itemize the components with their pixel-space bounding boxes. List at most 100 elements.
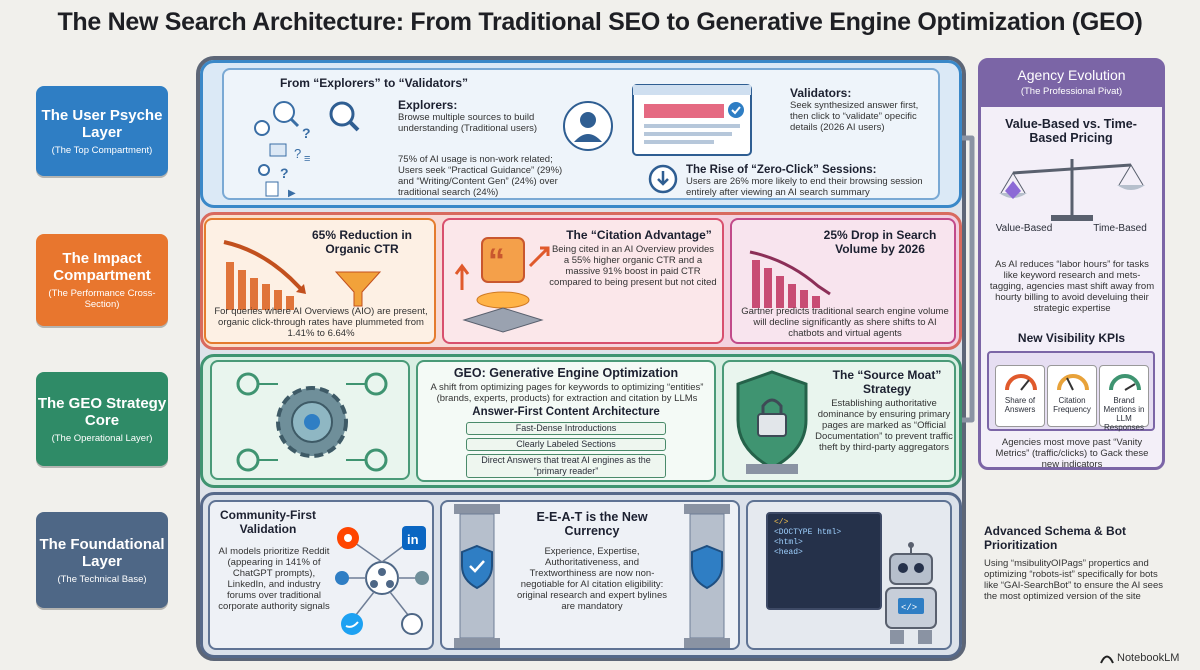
layer-tab-subtitle: (The Technical Base) [57, 573, 147, 585]
layer-tab-user: The User Psyche Layer (The Top Compartme… [36, 86, 168, 176]
connector-pipe [962, 135, 975, 423]
source-moat-title: The “Source Moat” Strategy [832, 368, 942, 396]
page-title: The New Search Architecture: From Tradit… [57, 8, 1143, 36]
ctr-reduction-panel: 65% Reduction in Organic CTR For queries… [204, 218, 436, 344]
schema-title: Advanced Schema & Bot Prioritization [984, 524, 1127, 552]
time-based-label: Time-Based [1093, 223, 1147, 234]
layer-tab-subtitle: (The Top Compartment) [51, 144, 153, 156]
notebooklm-badge: NotebookLM [1100, 652, 1179, 664]
svg-text:</>: </> [901, 603, 917, 613]
code-line: </> [774, 518, 789, 527]
pricing-title: Value-Based vs. Time-Based Pricing [1005, 117, 1137, 145]
pillar-shield-icon [684, 504, 730, 648]
eeat-panel: E-E-A-T is the New Currency Experience, … [440, 500, 740, 650]
layer-tab-impact: The Impact Compartment (The Performance … [36, 234, 168, 326]
social-network-icon: in [335, 526, 429, 635]
layer-tab-subtitle: (The Performance Cross-Section) [48, 288, 156, 310]
code-line: <DOCTYPE html> [774, 528, 842, 537]
declining-bar-chart-icon [223, 240, 382, 310]
citation-advantage-panel: The “Citation Advantage” “ Being cited i… [442, 218, 724, 344]
community-text: AI models prioritize Reddit (appearing i… [218, 546, 330, 612]
zero-click-title: The Rise of “Zero-Click” Sessions: [686, 164, 877, 176]
kpi-text: Agencies most move past “Vanity Metrics”… [995, 437, 1149, 470]
layer-tab-subtitle: (The Operational Layer) [51, 432, 153, 444]
ai-usage-text: 75% of AI usage is non-work related; Use… [398, 154, 563, 198]
citation-title: The “Citation Advantage” [566, 228, 712, 242]
search-volume-panel: 25% Drop in Search Volume by 2026 Gartne… [730, 218, 956, 344]
gauge-icon [1057, 374, 1089, 391]
value-based-label: Value-Based [995, 223, 1053, 234]
svg-text:?: ? [280, 165, 289, 181]
gear-cluster-icon [236, 372, 388, 472]
bullet-direct-answers: Direct Answers that treat AI engines as … [466, 454, 666, 478]
notebooklm-logo-icon [1100, 655, 1114, 664]
user-avatar-icon [563, 101, 613, 151]
geo-title: GEO: Generative Engine Optimization [453, 366, 679, 380]
layer-tab-title: The GEO Strategy Core [37, 394, 167, 429]
bullet-labeled-sections: Clearly Labeled Sections [466, 438, 666, 451]
kpi-label: Share of Answers [1004, 396, 1036, 414]
kpi-citation-frequency: Citation Frequency [1047, 365, 1097, 427]
validators-text: Seek synthesized answer first, then clic… [790, 100, 919, 133]
explorer-icons: ? ? ≡ ? ▶ [254, 101, 311, 199]
pillar-shield-icon [454, 504, 500, 648]
agency-subtitle: (The Professional Pivat) [1020, 86, 1123, 97]
answer-first-title: Answer-First Content Architecture [472, 406, 660, 418]
kpi-share-of-answers: Share of Answers [995, 365, 1045, 427]
svg-text:?: ? [302, 125, 311, 141]
schema-text: Using “msibulityOIPags” propertics and o… [984, 558, 1164, 602]
layer-tab-title: The Impact Compartment [53, 250, 151, 284]
svg-text:▶: ▶ [288, 188, 296, 199]
search-volume-title: 25% Drop in Search Volume by 2026 [823, 228, 937, 256]
browser-window-icon [632, 84, 752, 156]
search-volume-text: Gartner predicts traditional search engi… [741, 306, 949, 339]
agency-evolution-panel: Agency Evolution (The Professional Pivat… [978, 58, 1165, 470]
explorers-text: Browse multiple sources to build underst… [398, 112, 538, 134]
gauge-icon [1109, 374, 1141, 391]
geo-definition-panel: GEO: Generative Engine Optimization A sh… [416, 360, 716, 482]
code-editor: </> <DOCTYPE html> <html> <head> [766, 512, 882, 610]
download-arrow-icon [648, 164, 678, 194]
eeat-title: E-E-A-T is the New Currency [536, 510, 648, 538]
zero-click-text: Users are 26% more likely to end their b… [686, 176, 923, 198]
eeat-text: Experience, Expertise, Authoritativeness… [517, 546, 667, 612]
layer-tab-foundation: The Foundational Layer (The Technical Ba… [36, 512, 168, 608]
layer-tab-title: The Foundational Layer [39, 535, 165, 570]
kpi-title: New Visibility KPIs [1017, 331, 1126, 345]
kpi-brand-mentions: Brand Mentions in LLM Responses [1099, 365, 1149, 432]
source-moat-panel: The “Source Moat” Strategy Establishing … [722, 360, 956, 482]
agency-header: Agency Evolution (The Professional Pivat… [981, 61, 1162, 107]
ctr-text: For queries where AI Overviews (AIO) are… [214, 306, 428, 339]
robot-icon: </> [885, 542, 937, 644]
explorers-title: Explorers: [398, 98, 458, 112]
kpi-label: Brand Mentions in LLM Responses [1103, 396, 1145, 432]
notebooklm-label: NotebookLM [1117, 652, 1180, 664]
explorers-validators-heading: From “Explorers” to “Validators” [279, 76, 469, 90]
gauge-icon [1005, 374, 1037, 391]
kpi-label: Citation Frequency [1053, 396, 1091, 414]
agency-title: Agency Evolution [1017, 67, 1126, 83]
community-title: Community-First Validation [220, 508, 316, 536]
geo-text: A shift from optimizing pages for keywor… [430, 382, 704, 404]
bullet-fast-dense: Fast-Dense Introductions [466, 422, 666, 435]
svg-text:in: in [407, 532, 419, 547]
community-validation-panel: Community-First Validation AI models pri… [208, 500, 434, 650]
magnifier-icon [329, 101, 360, 132]
balance-scale-icon [999, 159, 1145, 221]
svg-text:?: ? [294, 146, 301, 161]
glowing-quote-icon: “ [454, 237, 550, 333]
ctr-title: 65% Reduction in Organic CTR [311, 228, 412, 256]
citation-text: Being cited in an AI Overview provides a… [549, 244, 717, 288]
layer-tab-title: The User Psyche Layer [41, 106, 163, 141]
code-robot-panel: </> <DOCTYPE html> <html> <head> </> [746, 500, 952, 650]
gears-panel [210, 360, 410, 480]
source-moat-text: Establishing authoritative dominance by … [815, 398, 953, 453]
decline-graph-icon [749, 250, 831, 308]
pricing-text: As AI reduces “labor hours” for tasks li… [989, 259, 1155, 314]
validators-title: Validators: [790, 86, 852, 100]
svg-text:“: “ [488, 242, 505, 280]
code-line: <html> [774, 538, 803, 547]
svg-text:≡: ≡ [304, 153, 310, 165]
user-psyche-panel: From “Explorers” to “Validators” ? ? ≡ ?… [222, 68, 940, 200]
code-line: <head> [774, 548, 803, 557]
